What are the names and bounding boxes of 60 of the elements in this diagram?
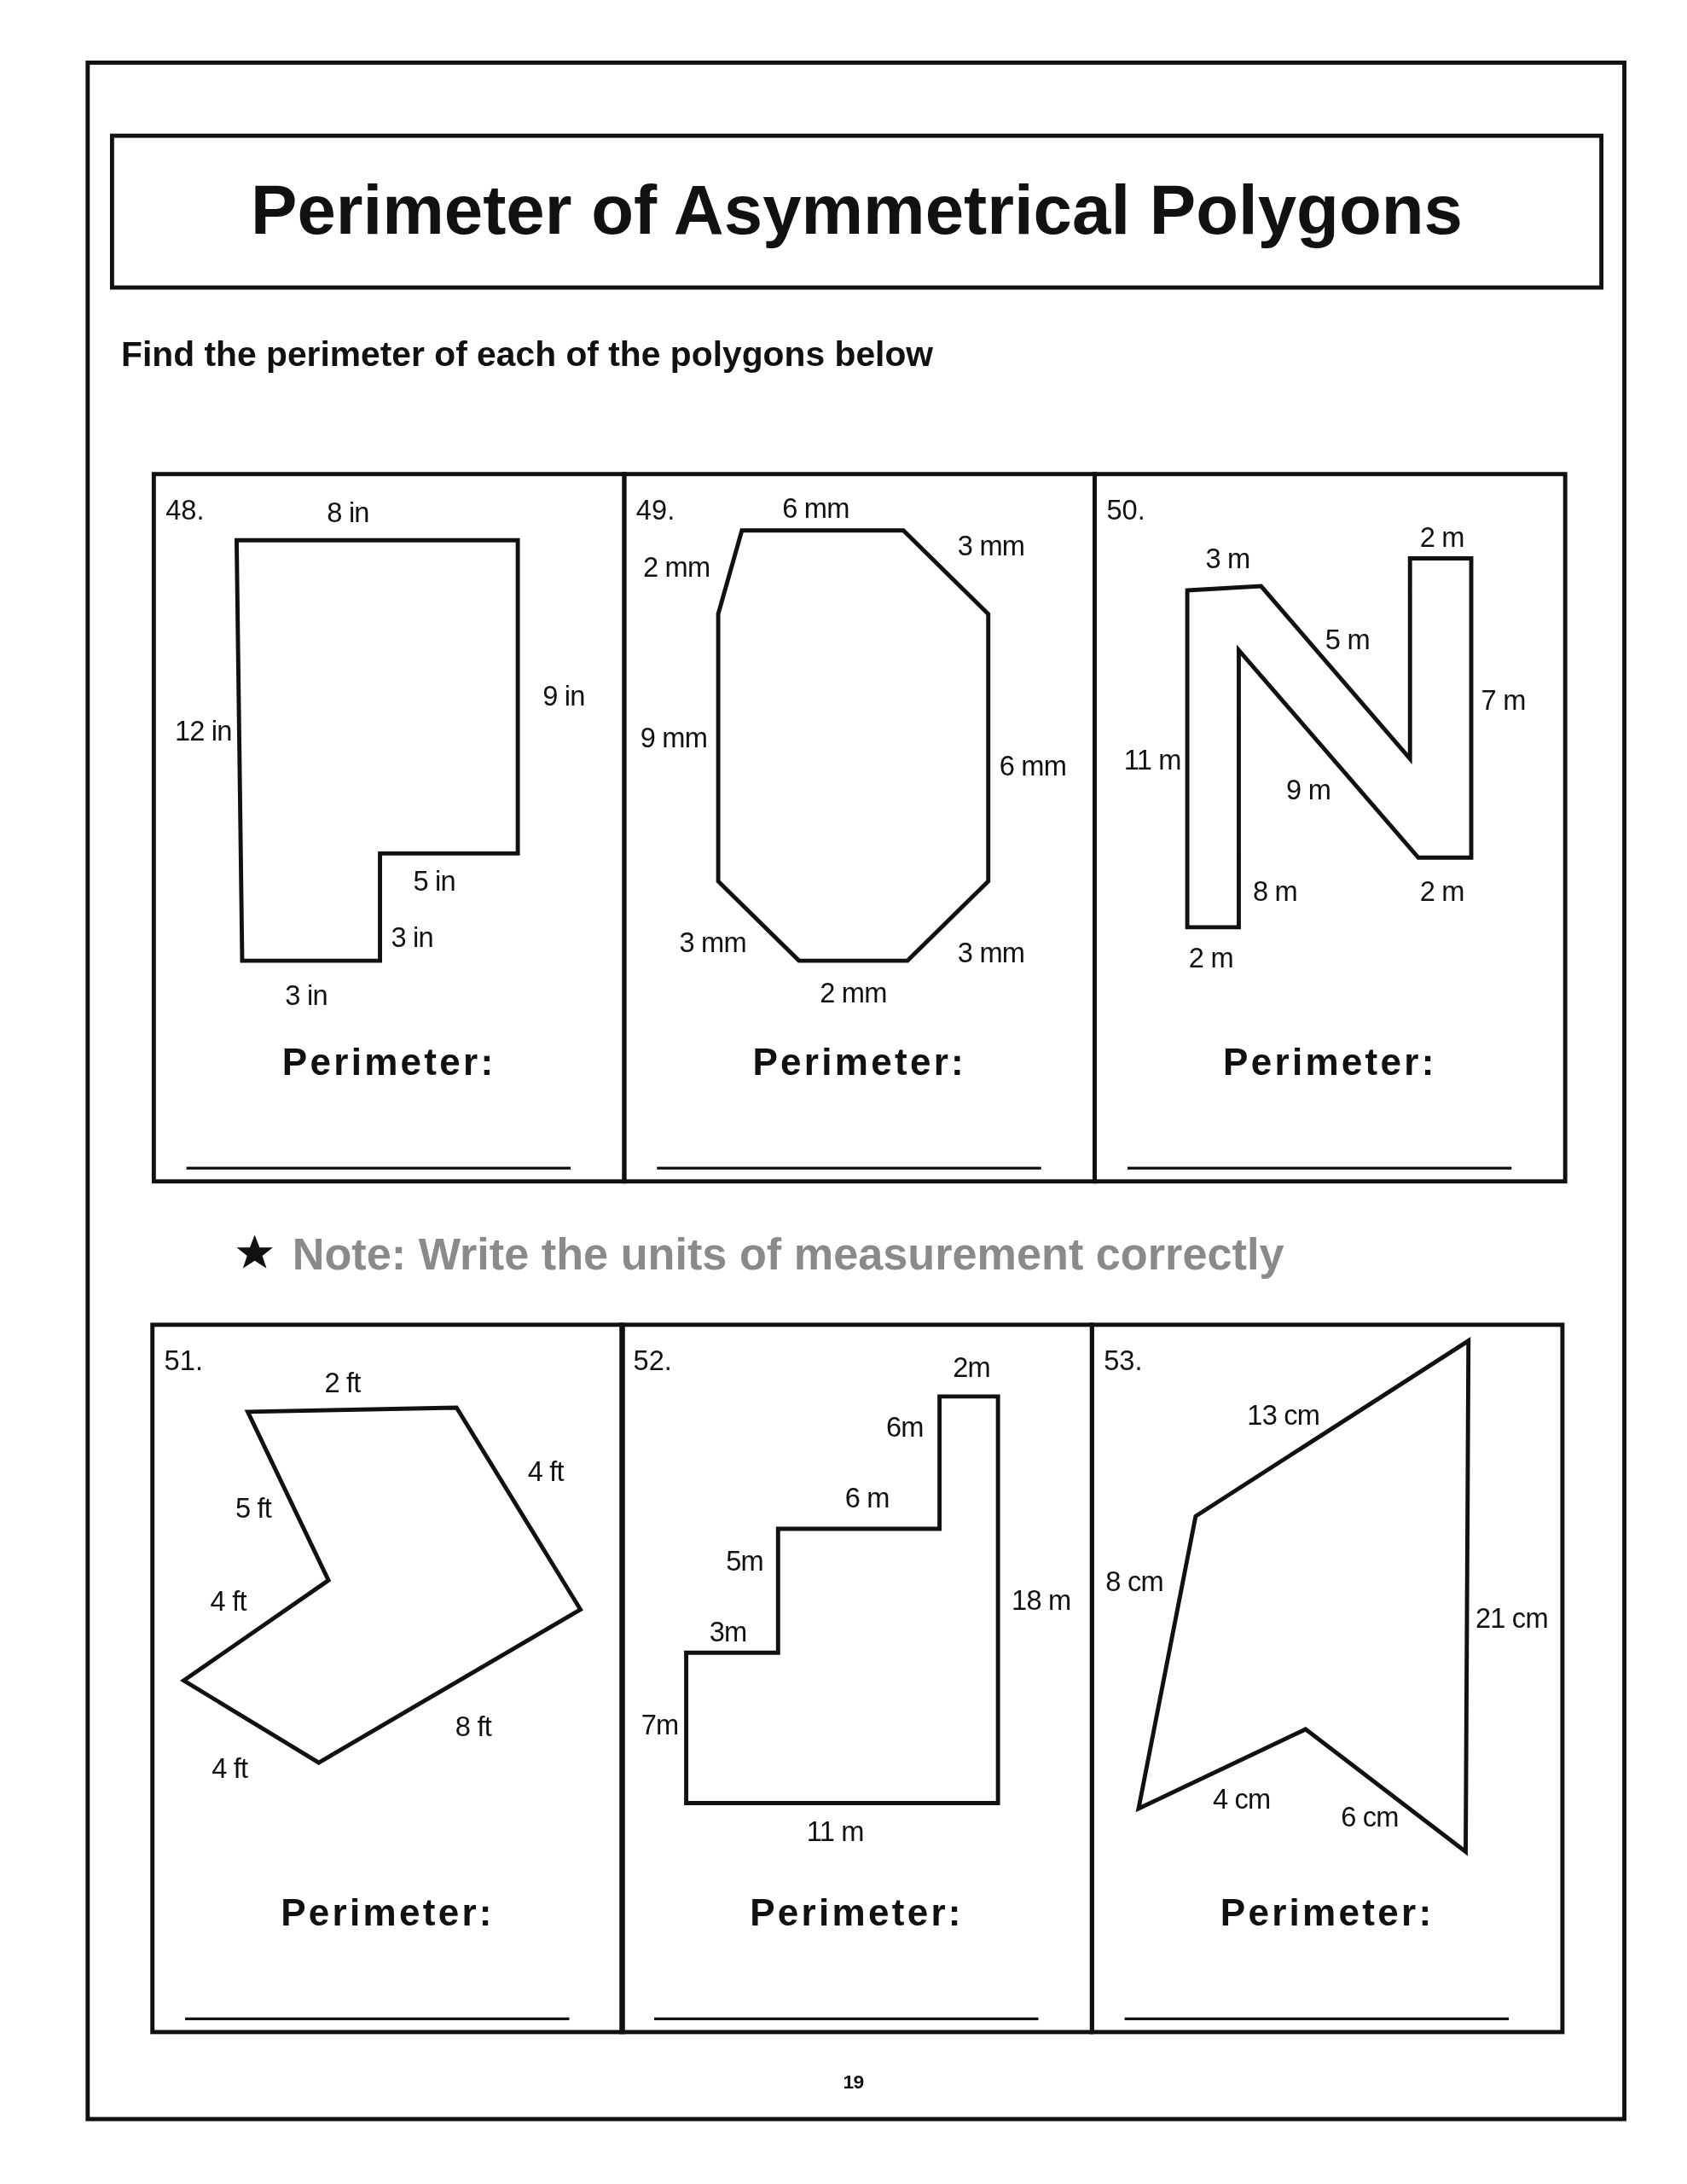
perimeter-prompt: Perimeter: xyxy=(750,1895,964,1933)
dimension-label: 9 m xyxy=(1286,775,1331,804)
panel-number: 52. xyxy=(633,1346,672,1374)
dimension-label: 9 mm xyxy=(640,723,708,752)
dimension-label: 4 ft xyxy=(210,1587,246,1616)
title: Perimeter of Asymmetrical Polygons xyxy=(250,172,1464,250)
dimension-label: 6m xyxy=(885,1413,924,1442)
page-number: 19 xyxy=(843,2071,864,2092)
perimeter-prompt: Perimeter: xyxy=(752,1044,967,1083)
dimension-label: 18 m xyxy=(1012,1585,1071,1614)
perimeter-prompt: Perimeter: xyxy=(1220,1895,1435,1933)
dimension-label: 6 cm xyxy=(1341,1803,1399,1832)
dimension-label: 4 cm xyxy=(1213,1785,1271,1813)
dimension-label: 7 m xyxy=(1481,686,1526,715)
dimension-label: 6 m xyxy=(844,1484,890,1513)
dimension-label: 4 ft xyxy=(527,1457,564,1486)
dimension-label: 21 cm xyxy=(1475,1604,1548,1632)
problem-panel xyxy=(1089,1322,1565,2035)
dimension-label: 8 in xyxy=(327,498,369,526)
dimension-label: 5 m xyxy=(1325,624,1370,653)
instruction: Find the perimeter of each of the polygons below xyxy=(121,333,934,375)
panel-number: 49. xyxy=(635,496,675,524)
dimension-label: 5 in xyxy=(413,867,455,896)
dimension-label: 3 in xyxy=(391,923,433,951)
dimension-label: 7m xyxy=(641,1711,679,1740)
dimension-label: 3 mm xyxy=(957,531,1025,561)
dimension-label: 3 m xyxy=(1205,544,1250,572)
perimeter-prompt: Perimeter: xyxy=(281,1044,496,1083)
dimension-label: 6 mm xyxy=(782,494,849,522)
dimension-label: 8 ft xyxy=(455,1712,491,1740)
dimension-label: 2 m xyxy=(1188,944,1233,973)
dimension-label: 3m xyxy=(709,1618,747,1646)
panel-number: 50. xyxy=(1106,496,1145,524)
dimension-label: 13 cm xyxy=(1247,1400,1320,1429)
problem-panel xyxy=(1093,472,1568,1184)
note: Note: Write the units of measurement correctly xyxy=(292,1228,1284,1281)
dimension-label: 8 cm xyxy=(1105,1567,1163,1596)
dimension-label: 9 in xyxy=(542,682,585,711)
dimension-label: 2 m xyxy=(1419,523,1464,552)
dimension-label: 2 mm xyxy=(643,552,710,581)
dimension-label: 12 in xyxy=(174,717,232,746)
perimeter-prompt: Perimeter: xyxy=(281,1895,495,1933)
dimension-label: 2 mm xyxy=(820,979,887,1007)
dimension-label: 2 m xyxy=(1419,877,1464,905)
dimension-label: 11 m xyxy=(806,1816,864,1845)
dimension-label: 3 mm xyxy=(957,938,1025,967)
dimension-label: 2 ft xyxy=(324,1368,361,1397)
dimension-label: 2m xyxy=(953,1353,990,1381)
dimension-label: 3 in xyxy=(285,981,328,1010)
panel-number: 51. xyxy=(164,1346,203,1374)
dimension-label: 5m xyxy=(726,1547,763,1575)
dimension-label: 5 ft xyxy=(235,1494,272,1522)
dimension-label: 6 mm xyxy=(999,752,1067,780)
dimension-label: 11 m xyxy=(1123,746,1181,775)
dimension-label: 3 mm xyxy=(679,928,746,957)
perimeter-prompt: Perimeter: xyxy=(1223,1044,1437,1083)
panel-number: 48. xyxy=(165,496,205,524)
dimension-label: 8 m xyxy=(1252,877,1297,905)
panel-number: 53. xyxy=(1104,1346,1143,1374)
dimension-label: 4 ft xyxy=(212,1754,248,1782)
